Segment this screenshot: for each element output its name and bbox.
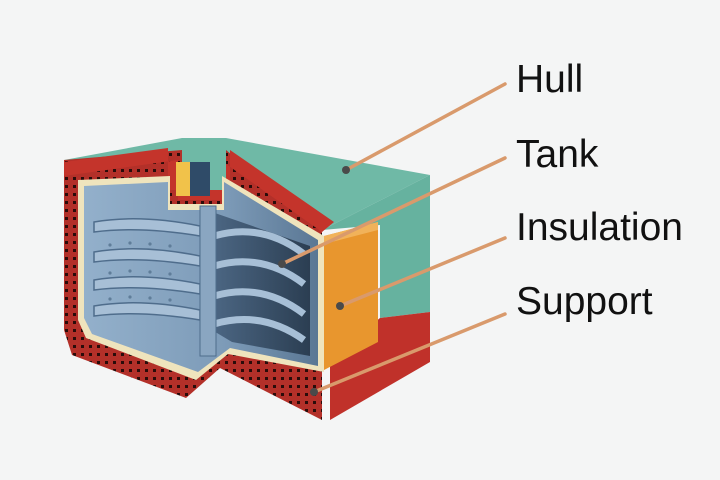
- label-insulation: Insulation: [516, 206, 683, 249]
- callout-markers: [278, 166, 350, 396]
- insulation-marker: [336, 302, 344, 310]
- hull-right-side-upper: [322, 175, 430, 318]
- label-hull: Hull: [516, 58, 584, 101]
- label-support: Support: [516, 280, 653, 323]
- hull-marker: [342, 166, 350, 174]
- support-leader-line: [312, 312, 507, 394]
- insulation-orange-block: [324, 222, 378, 370]
- tank-center-bulkhead: [199, 205, 217, 357]
- insulation-leader-line: [338, 236, 507, 308]
- cargo-tank: [84, 182, 318, 372]
- hull-deck-hatch: [176, 162, 192, 196]
- callout-leaders: [280, 82, 507, 394]
- support-marker: [310, 388, 318, 396]
- tank-leader-line: [280, 156, 507, 266]
- tank-girders-right: [213, 228, 307, 343]
- hull-leader-line: [344, 82, 507, 172]
- label-tank: Tank: [516, 133, 599, 176]
- tank-rivets: [108, 241, 172, 302]
- tank-marker: [278, 260, 286, 268]
